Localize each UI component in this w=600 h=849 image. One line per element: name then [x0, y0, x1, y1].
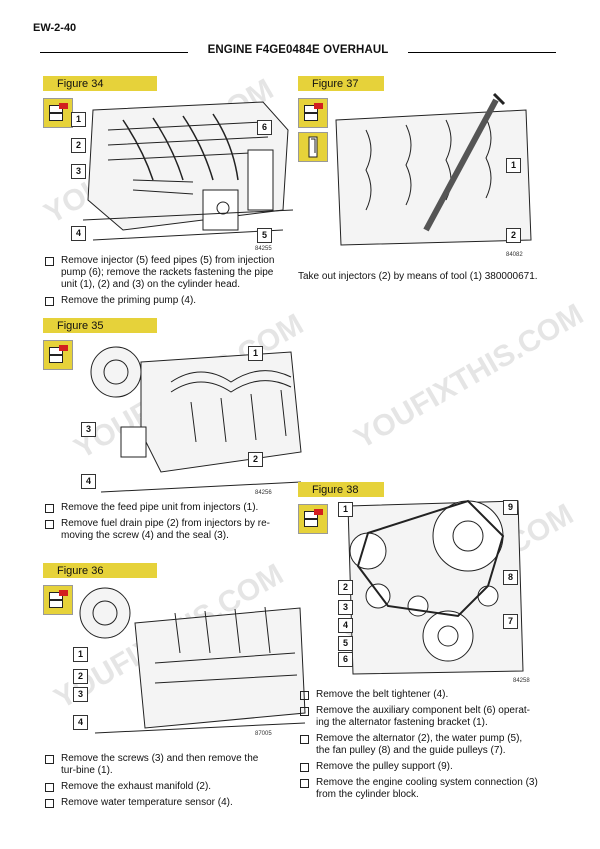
header-rule-left: [40, 52, 188, 53]
step-item: Remove the priming pump (4).: [43, 295, 275, 307]
removal-icon: [298, 98, 328, 128]
callout: 2: [248, 452, 263, 467]
figure-36-steps: Remove the screws (3) and then remove th…: [43, 753, 275, 813]
step-item: Remove water temperature sensor (4).: [43, 797, 275, 809]
removal-icon: [298, 504, 328, 534]
callout: 9: [503, 500, 518, 515]
callout: 1: [338, 502, 353, 517]
figure-34-steps: Remove injector (5) feed pipes (5) from …: [43, 255, 275, 311]
callout: 6: [338, 652, 353, 667]
step-item: Remove the pulley support (9).: [298, 761, 538, 773]
callout: 1: [71, 112, 86, 127]
removal-icon: [43, 585, 73, 615]
callout: 2: [338, 580, 353, 595]
section-header: ENGINE F4GE0484E OVERHAUL: [40, 44, 556, 60]
callout: 7: [503, 614, 518, 629]
step-item: Remove the auxiliary component belt (6) …: [298, 705, 538, 729]
step-item: Remove the alternator (2), the water pum…: [298, 733, 538, 757]
step-item: Remove fuel drain pipe (2) from injector…: [43, 518, 275, 542]
figure-36-illustration: [79, 587, 306, 734]
step-item: Remove the screws (3) and then remove th…: [43, 753, 275, 777]
callout: 4: [81, 474, 96, 489]
figure-code: 84082: [506, 252, 523, 258]
figure-code: 87005: [255, 731, 272, 737]
figure-label: Figure 35: [43, 318, 157, 333]
figure-label: Figure 34: [43, 76, 157, 91]
callout: 3: [73, 687, 88, 702]
callout: 8: [503, 570, 518, 585]
watermark: YOUFIXTHIS.COM: [348, 297, 590, 456]
step-item: Remove the belt tightener (4).: [298, 689, 538, 701]
callout: 3: [338, 600, 353, 615]
figure-37-text: Take out injectors (2) by means of tool …: [298, 271, 538, 282]
callout: 3: [81, 422, 96, 437]
figure-label: Figure 37: [298, 76, 384, 91]
callout: 1: [248, 346, 263, 361]
callout: 3: [71, 164, 86, 179]
page-number: EW-2-40: [33, 22, 77, 34]
figure-35-steps: Remove the feed pipe unit from injectors…: [43, 502, 275, 546]
figure-label: Figure 36: [43, 563, 157, 578]
figure-38-steps: Remove the belt tightener (4). Remove th…: [298, 689, 538, 805]
step-item: Remove the exhaust manifold (2).: [43, 781, 275, 793]
section-title: ENGINE F4GE0484E OVERHAUL: [207, 44, 389, 56]
step-item: Remove injector (5) feed pipes (5) from …: [43, 255, 275, 291]
callout: 5: [257, 228, 272, 243]
callout: 2: [71, 138, 86, 153]
step-item: Remove the engine cooling system connect…: [298, 777, 538, 801]
step-item: Remove the feed pipe unit from injectors…: [43, 502, 275, 514]
callout: 1: [73, 647, 88, 662]
removal-icon: [43, 98, 73, 128]
callout: 4: [338, 618, 353, 633]
callout: 2: [506, 228, 521, 243]
callout: 1: [506, 158, 521, 173]
figure-34-illustration: [82, 101, 294, 241]
removal-icon: [43, 340, 73, 370]
figure-35-illustration: [90, 346, 302, 493]
figure-code: 84256: [255, 490, 272, 496]
figure-code: 84258: [513, 678, 530, 684]
tool-icon: [298, 132, 328, 162]
callout: 6: [257, 120, 272, 135]
callout: 5: [338, 636, 353, 651]
callout: 4: [71, 226, 86, 241]
figure-37-illustration: [335, 92, 532, 246]
callout: 4: [73, 715, 88, 730]
figure-38-illustration: [347, 499, 524, 675]
figure-code: 84255: [255, 246, 272, 252]
figure-label: Figure 38: [298, 482, 384, 497]
header-rule-right: [408, 52, 556, 53]
callout: 2: [73, 669, 88, 684]
